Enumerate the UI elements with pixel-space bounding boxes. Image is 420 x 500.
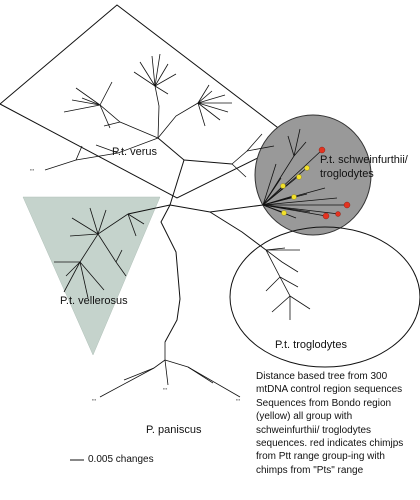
tip-label-mark: ▪▪▪ <box>236 397 241 402</box>
paniscus-branches <box>99 342 241 398</box>
bondo-marker <box>304 165 310 171</box>
tip-label-mark: ▪▪▪ <box>92 397 97 402</box>
schweinfurthii-label-line2: troglodytes <box>320 168 374 180</box>
schweinfurthii-label-line1: P.t. schweinfurthii/ <box>320 154 408 166</box>
scale-bar-label: 0.005 changes <box>88 454 154 465</box>
bondo-marker <box>291 194 297 200</box>
tree-backbone <box>127 137 267 343</box>
tip-label-mark: ▪▪▪ <box>30 167 35 172</box>
bondo-marker <box>281 210 287 216</box>
ptt-markers <box>318 146 351 220</box>
bondo-marker <box>280 183 286 189</box>
ptt-marker <box>322 212 330 220</box>
ptt-marker <box>343 201 351 209</box>
vellerosus-label: P.t. vellerosus <box>60 295 128 307</box>
schweinfurthii-label: P.t. schweinfurthii/ troglodytes <box>320 153 408 181</box>
troglodytes-branches <box>265 247 311 320</box>
bondo-marker <box>296 174 302 180</box>
troglodytes-clade-circle <box>229 226 420 368</box>
vellerosus-branches <box>54 207 145 299</box>
tip-label-mark: ▪▪▪ <box>163 386 168 391</box>
ptt-marker <box>318 146 326 154</box>
figure-caption: Distance based tree from 300 mtDNA contr… <box>256 371 404 476</box>
troglodytes-label: P.t. troglodytes <box>275 339 347 351</box>
verus-label: P.t. verus <box>112 146 158 158</box>
bondo-markers <box>280 165 310 216</box>
ptt-marker <box>335 211 341 217</box>
verus-clade-box <box>0 4 295 199</box>
paniscus-label: P. paniscus <box>146 424 202 436</box>
verus-branches <box>44 53 275 178</box>
